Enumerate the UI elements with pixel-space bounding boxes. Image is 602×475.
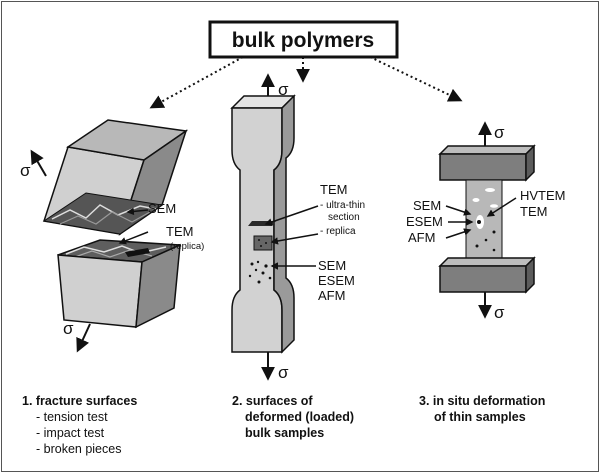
caption-panel-2: 2. surfaces of deformed (loaded) bulk sa… <box>232 394 354 440</box>
method-label: AFM <box>318 288 345 303</box>
method-label: ESEM <box>318 273 355 288</box>
method-label: TEM <box>520 204 547 219</box>
method-label: ESEM <box>406 214 443 229</box>
caption-line: 2. surfaces of <box>232 394 313 408</box>
tem-note: section <box>328 212 360 223</box>
title-box: bulk polymers <box>208 20 399 59</box>
sigma-label: σ <box>20 161 31 180</box>
method-label: AFM <box>408 230 435 245</box>
tem-label: TEM <box>320 182 347 197</box>
thin-sample-holder <box>438 144 536 294</box>
caption-heading: 1. fracture surfaces <box>22 394 137 408</box>
title-text: bulk polymers <box>232 29 374 52</box>
caption-line: of thin samples <box>434 410 526 424</box>
caption-item: - broken pieces <box>36 442 121 456</box>
method-label: SEM <box>318 258 346 273</box>
panel-deformed-bulk: σ σ TEM - ultra-thin section - replica S… <box>230 73 365 382</box>
tem-note: - replica <box>320 226 356 237</box>
dotted-arrow-left <box>149 56 244 109</box>
caption-panel-1: 1. fracture surfaces - tension test - im… <box>22 394 137 456</box>
tem-replica-note: (replica) <box>170 241 204 252</box>
tem-label: TEM <box>166 224 193 239</box>
caption-line: bulk samples <box>245 426 324 440</box>
sigma-label: σ <box>494 123 505 142</box>
sigma-label: σ <box>278 80 289 99</box>
caption-panel-3: 3. in situ deformation of thin samples <box>419 394 545 424</box>
caption-item: - tension test <box>36 410 108 424</box>
caption-line: deformed (loaded) <box>245 410 354 424</box>
sigma-arrow-down <box>76 323 91 353</box>
dogbone-specimen <box>230 94 296 354</box>
panel-in-situ: σ σ SEM ESEM AFM HVTEM TEM <box>406 121 566 322</box>
caption-item: - impact test <box>36 426 105 440</box>
method-label: SEM <box>413 198 441 213</box>
dotted-arrows <box>149 56 463 109</box>
sem-label: SEM <box>148 201 176 216</box>
sigma-label: σ <box>278 363 289 382</box>
upper-fracture-block <box>42 119 189 236</box>
tem-note: - ultra-thin <box>320 200 365 211</box>
caption-line: 3. in situ deformation <box>419 394 545 408</box>
sigma-label: σ <box>494 303 505 322</box>
method-label: HVTEM <box>520 188 566 203</box>
sigma-label: σ <box>63 319 74 338</box>
panel-fracture-surfaces: σ σ SEM TEM (replica) <box>20 119 204 353</box>
lower-fracture-block <box>57 239 181 329</box>
dotted-arrow-right <box>369 56 463 102</box>
sigma-arrow-up-left <box>30 149 47 177</box>
